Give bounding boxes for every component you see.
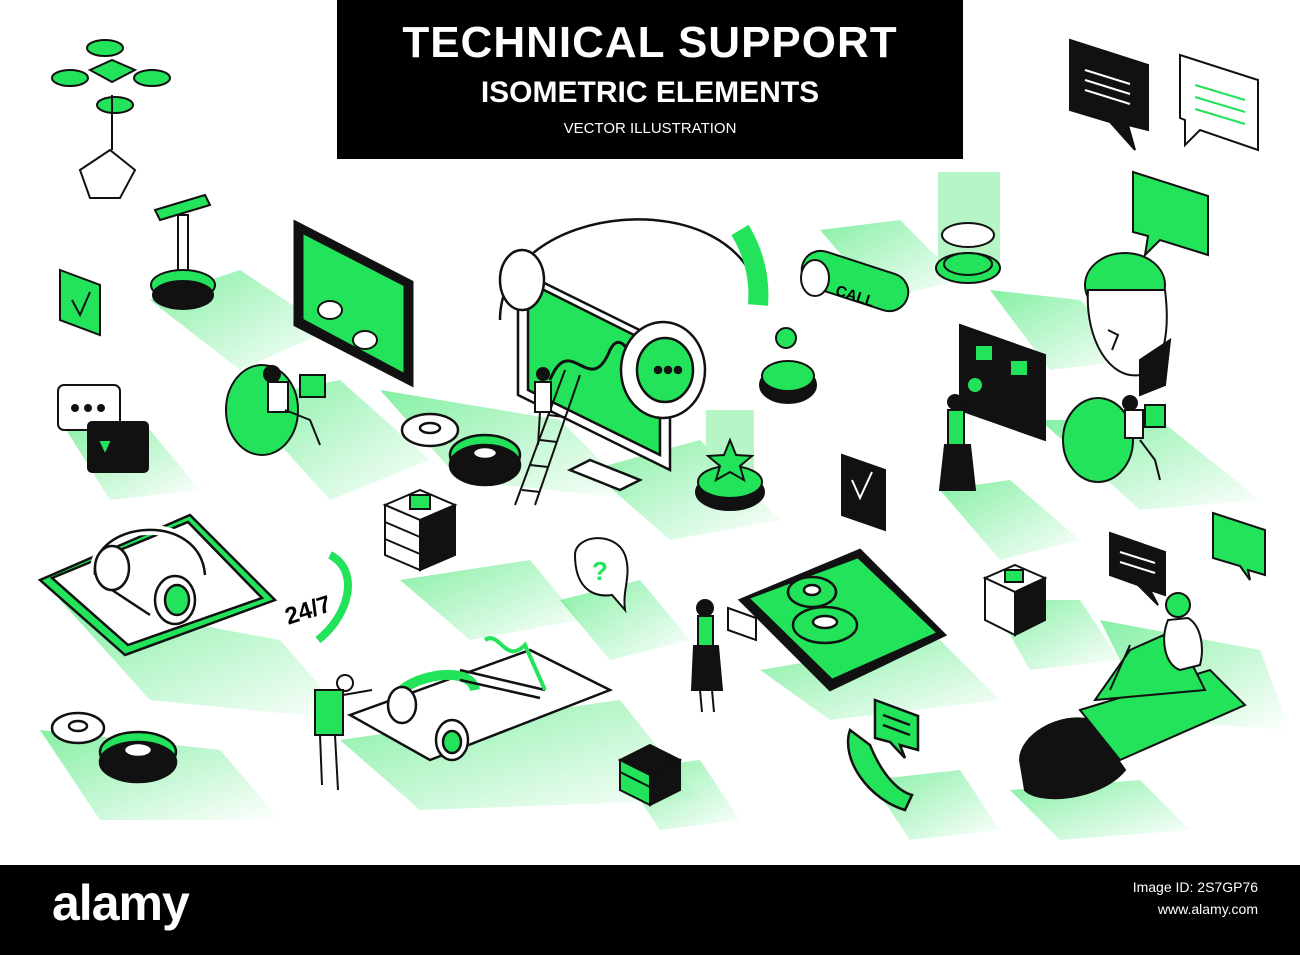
circular-arrow-icon [315,551,352,644]
smartphone-slab-icon [347,636,614,762]
call-button-icon [800,249,910,313]
image-id: Image ID: 2S7GP76 [1132,879,1258,895]
page-note: VECTOR ILLUSTRATION [563,120,737,137]
person-icon [690,599,757,713]
title-banner: TECHNICAL SUPPORT ISOMETRIC ELEMENTS VEC… [337,0,963,159]
person-on-beanbag-icon [225,364,326,456]
chat-bubble-icon [1069,38,1259,258]
headset-pad-icon [37,513,278,657]
question-mark: ? [592,556,608,586]
illustration-canvas: TECHNICAL SUPPORT ISOMETRIC ELEMENTS VEC… [37,0,1290,840]
gear-pedestal-icon [935,172,1001,284]
review-tablet-icon [293,219,414,388]
headphone-earcup-icon [498,248,707,420]
person-icon [314,674,373,791]
page-subtitle: ISOMETRIC ELEMENTS [480,76,820,109]
robot-head-icon [1084,252,1172,397]
gear-icon [400,412,522,487]
person-on-beanbag-icon [1062,395,1166,483]
settings-tablet-icon [737,548,948,692]
database-stack-icon [617,743,683,807]
phone-icon [846,698,920,812]
drone-icon [51,39,171,199]
gear-stand-icon [150,193,216,310]
alamy-logo: alamy [52,875,190,931]
rating-screen-icon [938,323,1046,491]
chat-bubble-icon [57,384,149,473]
database-stack-icon [382,488,458,572]
database-stack-icon [982,563,1048,637]
ladder-climber-icon [514,367,581,506]
checkmark-icon [841,453,886,532]
isometric-artwork [37,38,1290,840]
round-button-icon [759,327,817,404]
support-agent-icon [1018,592,1247,800]
chat-bubble-icon [1109,511,1266,606]
checkmark-icon [59,268,101,337]
page-title: TECHNICAL SUPPORT [402,18,898,67]
gear-icon [50,711,178,784]
watermark-footer [0,865,1300,955]
question-bubble-icon [573,537,629,614]
star-trophy-icon [695,410,765,511]
image-credit: Image ID: 2S7GP76 www.alamy.com [1133,876,1258,920]
site-url: www.alamy.com [1157,901,1258,917]
